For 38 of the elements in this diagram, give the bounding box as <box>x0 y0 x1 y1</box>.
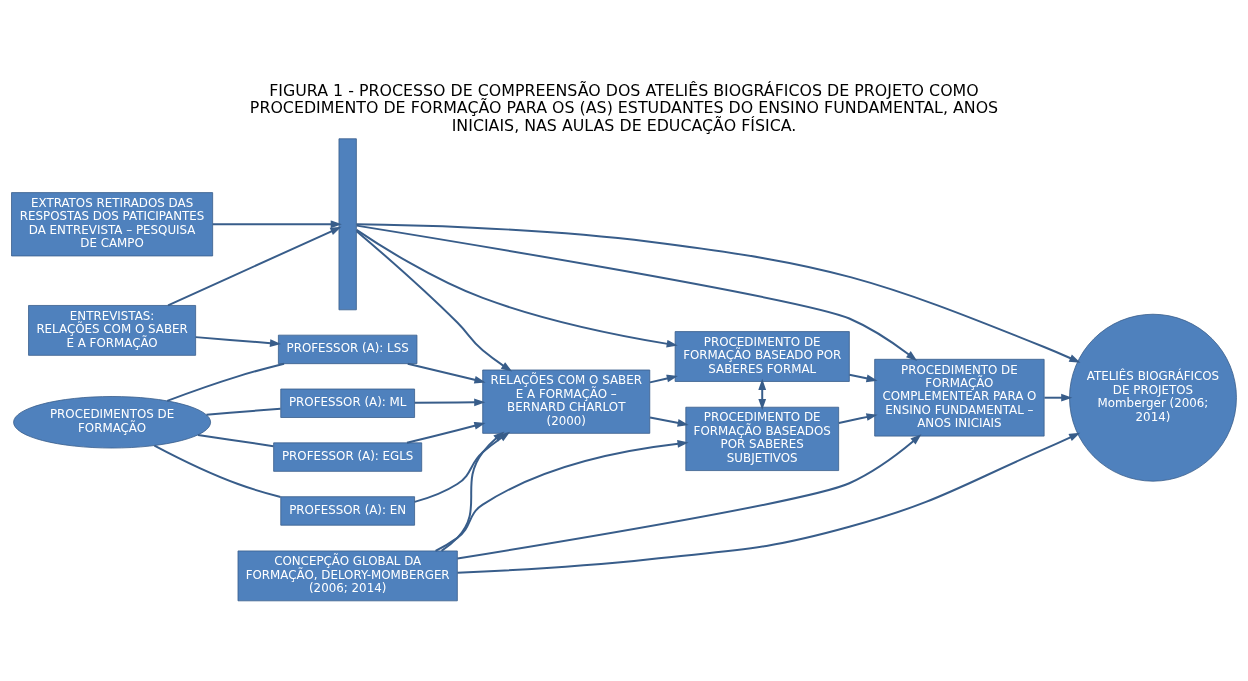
arrow <box>649 374 678 384</box>
arrow <box>406 362 486 384</box>
arrow <box>167 226 342 307</box>
node-box: PROFESSOR (A): EN <box>280 496 415 526</box>
arrow <box>456 432 1081 574</box>
arrow <box>406 421 486 444</box>
node-box: PROFESSOR (A): LSS <box>278 334 418 365</box>
arrow <box>355 224 918 361</box>
diagram-title: FIGURA 1 - PROCESSO DE COMPREENSÃO DOS ATELIÊS BIOGRÁFICOS DE PROJETO COMO PROCEDIMENTO DE FORMAÇÃO PARA OS (AS) ESTUDANTES DO ENSINO FUNDAMENTAL, ANOS INICIAIS, NAS AULAS DE EDUCAÇÃO FÍSICA. <box>249 81 999 135</box>
node-box: CONCEPÇÃO GLOBAL DA FORMAÇÃO, DELORY-MOMBERGER (2006; 2014) <box>237 550 458 602</box>
arrow <box>440 431 505 552</box>
connector <box>205 407 282 416</box>
arrow <box>194 336 282 348</box>
connector <box>197 433 275 448</box>
node-box: PROFESSOR (A): ML <box>280 388 415 418</box>
node-box: PROCEDIMENTO DE FORMAÇÃO BASEADOS POR SABERES SUBJETIVOS <box>685 406 840 471</box>
arrow <box>848 373 878 383</box>
arrow <box>355 228 678 348</box>
arrow <box>355 223 1081 363</box>
arrow <box>434 439 689 552</box>
arrow <box>837 413 878 424</box>
connector <box>166 362 286 402</box>
connector <box>153 444 282 498</box>
arrow <box>1043 393 1073 402</box>
arrow <box>211 220 342 229</box>
arrow <box>649 416 689 427</box>
arrow <box>355 230 513 372</box>
arrow <box>413 431 511 503</box>
node-box: ENTREVISTAS: RELAÇÕES COM O SABER E A FORMAÇÃO <box>28 305 197 356</box>
node-box: RELAÇÕES COM O SABER E A FORMAÇÃO – BERNARD CHARLOT (2000) <box>482 369 651 434</box>
node-ellipse: PROCEDIMENTOS DE FORMAÇÃO <box>13 396 211 449</box>
node-bar <box>338 138 357 311</box>
arrow <box>413 398 486 407</box>
node-box: PROCEDIMENTO DE FORMAÇÃO BASEADO POR SABERES FORMAL <box>674 331 850 382</box>
node-box: PROFESSOR (A): EGLS <box>273 442 423 472</box>
node-box: EXTRATOS RETIRADOS DAS RESPOSTAS DOS PATICIPANTES DA ENTREVISTA – PESQUISA DE CAMPO <box>11 192 214 257</box>
node-box: PROCEDIMENTO DE FORMAÇÃO COMPLEMENTEAR PARA O ENSINO FUNDAMENTAL – ANOS INICIAIS <box>874 358 1045 437</box>
arrow <box>456 434 922 560</box>
